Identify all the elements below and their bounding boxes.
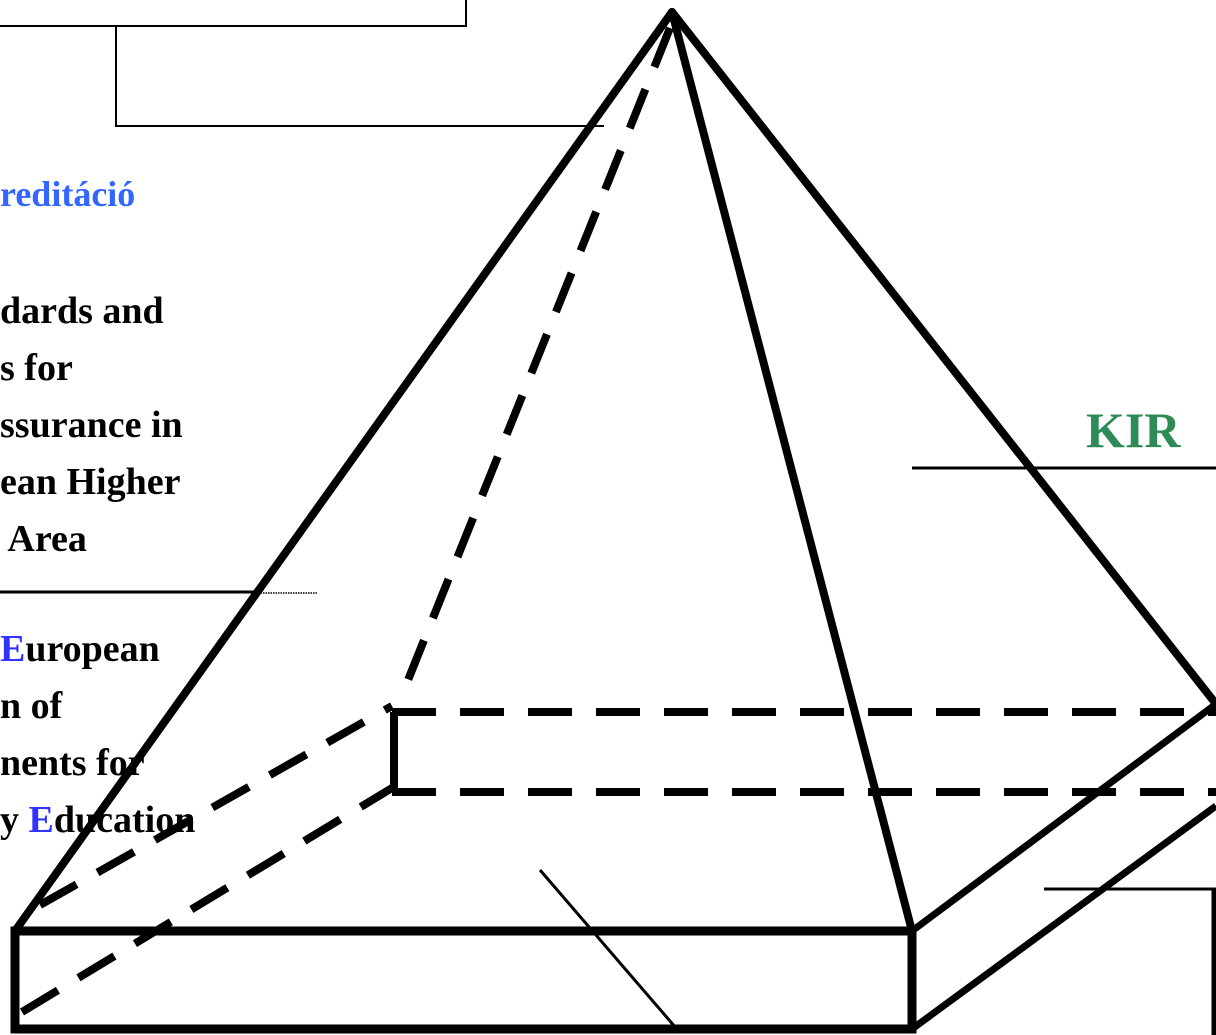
base-slab-front: [10, 926, 917, 1034]
enqa-line-3: nents for: [0, 742, 145, 784]
enqa-label: European n of nents for y Education: [0, 621, 195, 849]
enqa-line-1: European: [0, 621, 195, 678]
standards-line-2: s for: [0, 347, 73, 389]
enqa-line-1-rest: uropean: [25, 628, 160, 670]
pyramid-hidden-edge-base-upper: [38, 702, 394, 909]
enqa-line-4-rest: ducation: [53, 799, 196, 841]
enqa-initial-e: E: [0, 628, 26, 670]
enqa-line-4-prefix: y: [0, 799, 29, 841]
akkreditacio-label: reditáció: [0, 174, 136, 214]
top-label-box: [0, 0, 467, 27]
apex-connector: [115, 26, 604, 127]
enqa-line-2: n of: [0, 685, 63, 727]
pyramid-hidden-edge-back: [396, 26, 674, 702]
enqa-initial-e2: E: [28, 799, 54, 841]
pyramid-edge-front: [668, 8, 916, 935]
standards-line-3: ssurance in: [0, 404, 183, 446]
kir-label: KIR: [1086, 402, 1181, 458]
base-slab-side: [909, 701, 1216, 1032]
standards-line-1: dards and: [0, 290, 164, 332]
enqa-line-4: y Education: [0, 792, 195, 849]
standards-line-5: Area: [0, 518, 87, 560]
standards-label: dards and s for ssurance in ean Higher A…: [0, 283, 183, 568]
pyramid-hidden-edge-base: [19, 784, 395, 1016]
standards-line-4: ean Higher: [0, 461, 181, 503]
base-pointer-line: [538, 869, 678, 1029]
pyramid-edge-right: [668, 8, 1216, 708]
pyramid-edge-left: [11, 8, 676, 935]
